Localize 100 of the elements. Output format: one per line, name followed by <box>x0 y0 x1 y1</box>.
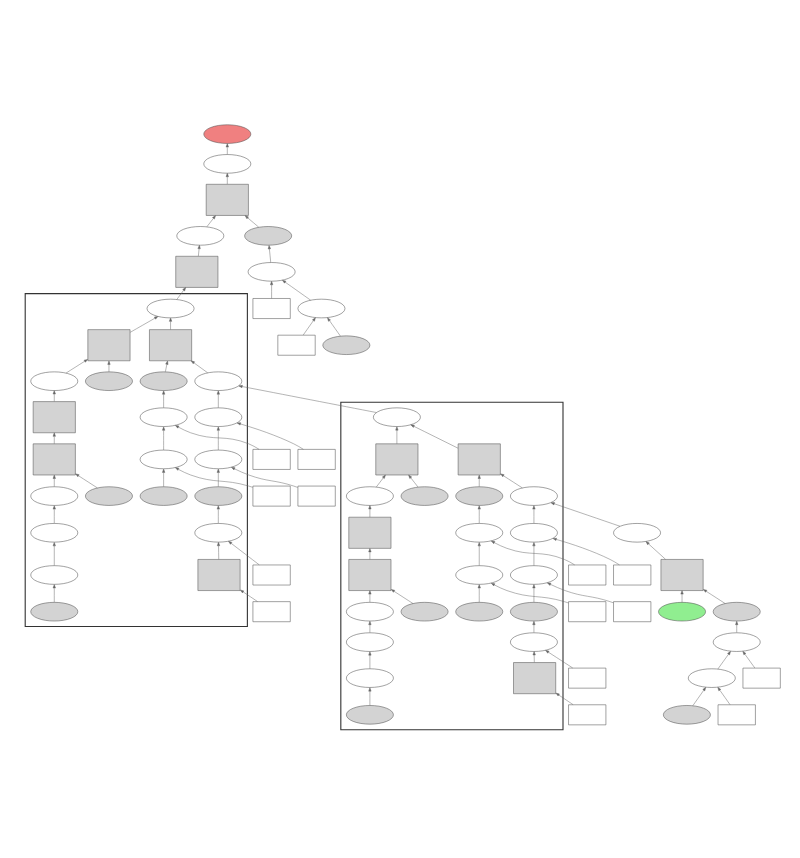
arrow <box>376 473 386 487</box>
node-ellipse <box>346 667 394 687</box>
node-ellipse <box>203 123 252 143</box>
node-box <box>742 666 781 688</box>
arrow <box>532 583 536 602</box>
node-ellipse <box>30 370 79 390</box>
node-box <box>348 515 392 548</box>
arrow <box>216 389 220 407</box>
node-ellipse <box>346 485 394 505</box>
arrow <box>735 619 739 632</box>
node-ellipse <box>139 485 188 505</box>
arrow <box>217 541 220 559</box>
node-box <box>252 448 291 469</box>
arrow <box>52 389 56 401</box>
arrow <box>368 589 372 602</box>
node-ellipse <box>30 522 79 542</box>
node-box <box>32 442 76 475</box>
arrow <box>225 172 229 184</box>
arrow <box>680 589 684 602</box>
node-ellipse <box>688 667 736 687</box>
arrow <box>169 316 172 329</box>
node-box <box>568 563 607 585</box>
arrow <box>703 588 726 603</box>
arrow <box>52 473 56 486</box>
arrow <box>368 619 372 632</box>
arrow <box>477 504 481 523</box>
arrow <box>75 472 98 488</box>
arrow <box>52 541 56 565</box>
node-ellipse <box>30 564 79 584</box>
arrow <box>52 583 56 602</box>
node-ellipse <box>85 370 133 390</box>
arrow <box>282 278 311 300</box>
arrow <box>302 316 316 335</box>
node-ellipse <box>30 485 79 505</box>
node-box <box>513 661 556 693</box>
arrow <box>65 358 88 373</box>
arrow <box>532 619 536 632</box>
arrow <box>228 540 260 565</box>
arrow <box>552 537 620 565</box>
arrow <box>742 650 756 668</box>
node-box <box>568 666 607 688</box>
arrow <box>395 425 399 443</box>
arrow <box>162 425 166 450</box>
arrow <box>244 214 259 227</box>
node-box <box>717 703 756 725</box>
node-box <box>32 400 76 433</box>
arrow <box>547 581 614 603</box>
node-box <box>252 484 291 506</box>
arrow <box>216 425 220 450</box>
arrow <box>368 547 372 559</box>
arrow <box>206 214 216 227</box>
node-box <box>175 255 219 287</box>
arrow <box>408 473 419 487</box>
node-ellipse <box>139 370 188 390</box>
arrow <box>238 384 377 412</box>
arrow <box>477 583 481 602</box>
node-box <box>149 328 192 361</box>
node-box <box>375 442 419 475</box>
arrow <box>550 501 621 526</box>
node-box <box>613 600 652 621</box>
arrow <box>477 473 481 486</box>
arrow <box>491 581 569 603</box>
arrow <box>216 504 220 523</box>
arrow <box>270 280 274 298</box>
node-ellipse <box>663 704 711 724</box>
arrow <box>52 431 56 443</box>
node-ellipse <box>400 485 449 505</box>
arrow <box>240 588 258 601</box>
node-box <box>252 563 291 585</box>
arrow <box>491 539 575 565</box>
node-box <box>457 442 501 475</box>
node-box <box>568 600 607 621</box>
arrow <box>390 588 414 603</box>
node-box <box>348 558 392 590</box>
arrow <box>368 650 372 668</box>
arrow <box>225 142 229 154</box>
node-box <box>297 484 336 506</box>
node-ellipse <box>455 485 504 505</box>
arrow <box>555 691 574 704</box>
node-box <box>252 600 291 621</box>
arrow <box>717 650 731 669</box>
arrow <box>236 421 304 449</box>
node-box <box>197 558 241 590</box>
node-ellipse <box>203 153 252 173</box>
node-box <box>252 297 291 318</box>
arrow <box>545 649 573 668</box>
arrow <box>107 359 111 371</box>
node-ellipse <box>712 601 761 621</box>
arrow <box>532 650 536 662</box>
node-box <box>297 448 336 469</box>
node-box <box>660 558 704 590</box>
arrow <box>500 472 523 488</box>
arrow <box>368 686 372 705</box>
node-ellipse <box>322 334 371 354</box>
node-ellipse <box>85 485 133 505</box>
arrow <box>162 389 166 407</box>
node-ellipse <box>297 297 346 318</box>
node-ellipse <box>30 601 79 621</box>
node-ellipse <box>176 225 225 245</box>
arrow <box>176 286 186 299</box>
